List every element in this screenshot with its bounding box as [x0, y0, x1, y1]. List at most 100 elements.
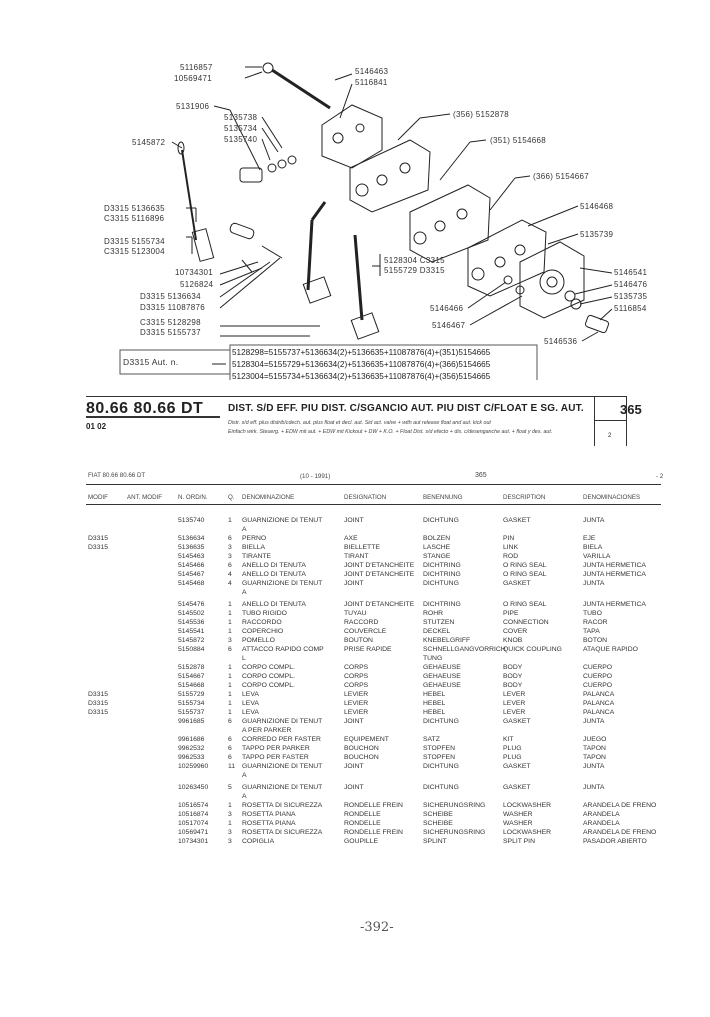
cell-fr: JOINT — [344, 784, 364, 791]
cell-de: SATZ — [423, 736, 440, 743]
edition-date: (10 - 1991) — [300, 473, 331, 480]
cell-q: 3 — [228, 637, 232, 644]
cell-fr: BOUCHON — [344, 745, 379, 752]
cell-ord: 9962533 — [178, 754, 205, 761]
part-label: 5146541 — [614, 268, 648, 277]
cell-en: O RING SEAL — [503, 571, 547, 578]
combo-line: 5128304=5155729+5136634(2)+5136635+11087… — [232, 360, 491, 369]
cell-it: GUARNIZIONE DI TENUT — [242, 718, 323, 725]
part-label: 5135734 — [224, 124, 258, 133]
part-label: 5116854 — [614, 304, 647, 313]
cell-ord: 10517074 — [178, 820, 209, 827]
part-label: D3315 11087876 — [140, 303, 205, 312]
cell-ord: 5154667 — [178, 673, 205, 680]
cell-fr: JOINT — [344, 580, 364, 587]
cell-it: ANELLO DI TENUTA — [242, 571, 306, 578]
cell-fr: JOINT — [344, 718, 364, 725]
model-subtitle: 01 02 — [86, 422, 107, 431]
cell-es: PALANCA — [583, 700, 615, 707]
cell-fr: CORPS — [344, 673, 369, 680]
cell-de: DICHTUNG — [423, 580, 459, 587]
cell-mod: D3315 — [88, 709, 109, 716]
cell-es: ARANDELA — [583, 811, 620, 818]
cell-q: 1 — [228, 610, 232, 617]
cell-it: A — [242, 772, 247, 779]
cell-mod: D3315 — [88, 700, 109, 707]
cell-q: 1 — [228, 700, 232, 707]
cell-en: PIN — [503, 535, 515, 542]
cell-it: CORPO COMPL. — [242, 682, 295, 689]
cell-en: LOCKWASHER — [503, 802, 552, 809]
group-title-translation: Distr. s/d eff. plus distrib/cdech. aut.… — [228, 420, 491, 426]
part-label: C3315 5123004 — [104, 247, 165, 256]
cell-en: LINK — [503, 544, 519, 551]
cell-en: SPLIT PIN — [503, 838, 535, 845]
cell-en: GASKET — [503, 580, 531, 587]
part-label: D3315 5136634 — [140, 292, 201, 301]
cell-es: PALANCA — [583, 691, 615, 698]
cell-es: CUERPO — [583, 682, 613, 689]
cell-it: COPERCHIO — [242, 628, 284, 635]
cell-it: GUARNIZIONE DI TENUT — [242, 763, 323, 770]
cell-it: ANELLO DI TENUTA — [242, 562, 306, 569]
part-label: C3315 5128298 — [140, 318, 201, 327]
group-ref: 365 — [475, 472, 487, 479]
cell-q: 6 — [228, 562, 232, 569]
cell-it: LEVA — [242, 700, 259, 707]
part-label: 5145872 — [132, 138, 166, 147]
cell-ord: 9961685 — [178, 718, 205, 725]
cell-en: LOCKWASHER — [503, 829, 552, 836]
cell-de: DICHTUNG — [423, 517, 459, 524]
header-quantity: Q. — [228, 494, 235, 501]
cell-en: KNOB — [503, 637, 523, 644]
cell-de: DICHTRING — [423, 562, 461, 569]
part-label: 10734301 — [175, 268, 213, 277]
cell-de: SICHERUNGSRING — [423, 802, 486, 809]
sheet-ref: - 2 — [656, 473, 664, 480]
cell-es: ARANDELA DE FRENO — [583, 802, 657, 809]
cell-it: GUARNIZIONE DI TENUT — [242, 784, 323, 791]
cell-fr: BOUTON — [344, 637, 373, 644]
divider — [86, 396, 626, 397]
cell-mod: D3315 — [88, 535, 109, 542]
cell-q: 6 — [228, 718, 232, 725]
cell-es: TAPA — [583, 628, 600, 635]
cell-de: GEHAEUSE — [423, 682, 461, 689]
cell-ord: 10263450 — [178, 784, 209, 791]
header-german: BENENNUNG — [423, 494, 463, 501]
cell-q: 1 — [228, 820, 232, 827]
cell-es: PASADOR ABIERTO — [583, 838, 647, 845]
cell-en: LEVER — [503, 709, 526, 716]
cell-q: 3 — [228, 829, 232, 836]
header-modif: MODIF — [88, 494, 108, 501]
cell-fr: TUYAU — [344, 610, 367, 617]
cell-it: TAPPO PER PARKER — [242, 745, 310, 752]
cell-de: TUNG — [423, 655, 443, 662]
part-label: 10569471 — [174, 74, 212, 83]
cell-it: LEVA — [242, 691, 259, 698]
cell-fr: GOUPILLE — [344, 838, 378, 845]
cell-en: BODY — [503, 682, 523, 689]
cell-de: HEBEL — [423, 700, 446, 707]
cell-q: 3 — [228, 838, 232, 845]
combo-line: 5128298=5155737+5136634(2)+5136635+11087… — [232, 348, 491, 357]
cell-ord: 5145476 — [178, 601, 205, 608]
header-english: DESCRIPTION — [503, 494, 546, 501]
cell-q: 1 — [228, 802, 232, 809]
cell-it: A — [242, 526, 247, 533]
cell-en: LEVER — [503, 691, 526, 698]
cell-ord: 10734301 — [178, 838, 209, 845]
